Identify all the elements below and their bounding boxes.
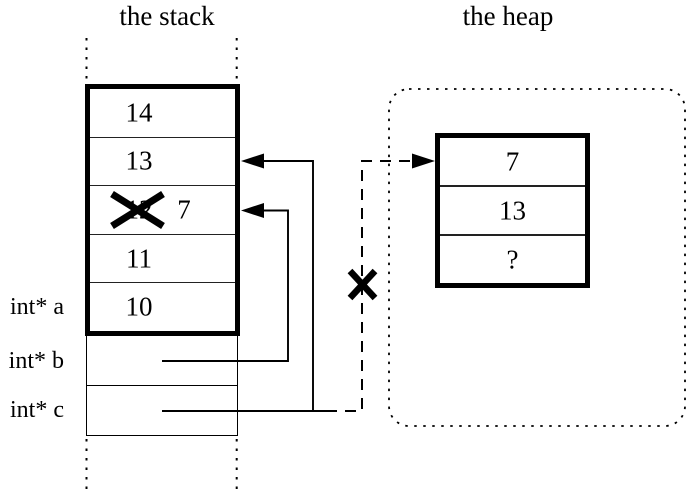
stack-cell: 11: [90, 235, 235, 284]
pointer-arrowhead-b: [241, 203, 264, 218]
heap-cell-value: ?: [506, 244, 519, 274]
stack-cell: 10: [90, 283, 235, 331]
stack-cell-crossed: 12 7: [90, 186, 235, 235]
stack-frame-box: 14 13 12 7 11 10: [85, 84, 240, 336]
pointer-label-b: int* b: [8, 348, 64, 374]
heap-cell-value: 13: [499, 195, 526, 225]
heap-cell-value: 7: [505, 146, 520, 176]
pointer-label-c: int* c: [10, 397, 64, 423]
stack-cell: 13: [90, 138, 235, 187]
heap-block-box: 7 13 ?: [435, 133, 590, 288]
pointer-label-a: int* a: [10, 294, 64, 320]
heap-cell: ?: [440, 236, 585, 283]
stack-cell: 14: [90, 89, 235, 138]
heap-cell: 13: [440, 187, 585, 236]
stack-title: the stack: [119, 1, 215, 31]
stack-cell-value: 10: [125, 291, 153, 322]
stack-cell-value: 14: [125, 97, 153, 128]
invalid-pointer-x-icon: [347, 268, 378, 301]
stack-pointer-cells: [85, 336, 238, 436]
heap-cell: 7: [440, 138, 585, 187]
dangling-pointer-dashed-line: [326, 160, 413, 412]
pointer-cell-b: [86, 336, 237, 386]
stack-cell-value: 11: [126, 243, 152, 274]
pointer-cell-c: [87, 386, 237, 436]
stack-cell-new-value: 7: [177, 194, 191, 225]
heap-title: the heap: [462, 1, 554, 31]
stack-cell-value: 13: [125, 145, 153, 176]
pointer-arrowhead-c: [241, 153, 264, 169]
stack-cell-old-value: 12: [125, 194, 153, 225]
dangling-pointer-arrowhead: [412, 153, 435, 169]
